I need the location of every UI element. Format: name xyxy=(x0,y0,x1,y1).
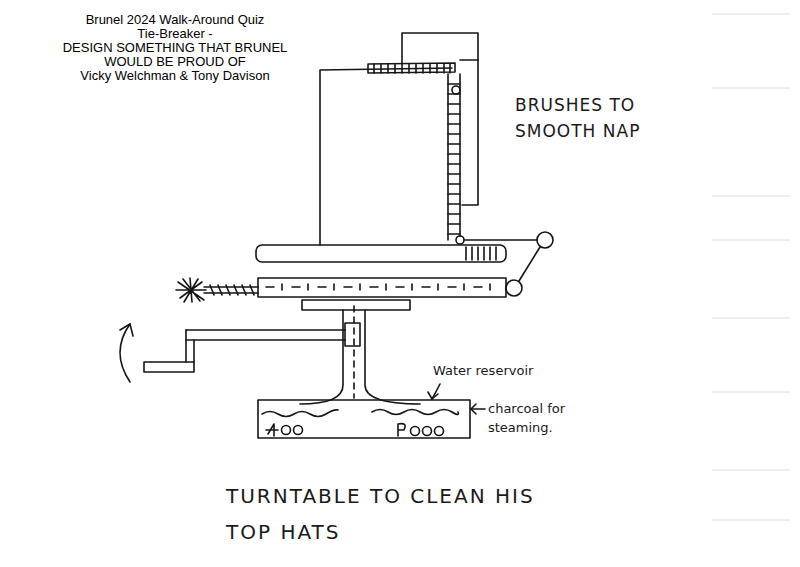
gear-teeth xyxy=(266,284,490,290)
charcoal-scribble xyxy=(423,427,432,436)
hat-crown xyxy=(320,68,452,245)
brush-bristles xyxy=(448,84,460,234)
charcoal-scribble xyxy=(282,426,291,435)
column-stem xyxy=(300,310,420,404)
link-joint xyxy=(506,280,522,296)
link-rod xyxy=(464,239,537,241)
worm-thread xyxy=(210,285,254,295)
brim-hatch xyxy=(466,247,496,260)
column-head xyxy=(302,300,410,310)
crank-handle xyxy=(144,362,194,372)
note-label: Vicky Welchman & Tony Davison xyxy=(55,69,295,83)
leader-line xyxy=(471,408,485,410)
crank-arm xyxy=(186,330,194,362)
gear-band xyxy=(258,278,506,297)
worm-brush xyxy=(176,278,206,302)
brush-arm xyxy=(402,33,478,205)
crank-shaft xyxy=(186,330,345,340)
top-brush xyxy=(368,63,455,73)
note-label: charcoal for steaming. xyxy=(488,399,596,437)
note-label: BRUSHES TO SMOOTH NAP xyxy=(515,92,665,144)
water-line xyxy=(262,410,458,417)
arrow-head xyxy=(428,392,438,399)
column-axis xyxy=(353,306,355,398)
charcoal-scribble xyxy=(411,427,420,436)
side-brush xyxy=(448,74,460,240)
note-label: DESIGN SOMETHING THAT BRUNEL WOULD BE PR… xyxy=(53,41,298,69)
brush-bristles xyxy=(374,64,450,73)
paper-rules xyxy=(712,14,790,520)
link-rod xyxy=(519,247,540,281)
leader-line xyxy=(432,384,440,399)
title: Brunel 2024 Walk-Around Quiz Tie-Breaker… xyxy=(75,13,275,41)
brush-arm xyxy=(460,59,478,61)
pivot xyxy=(452,86,460,94)
charcoal-scribble xyxy=(435,427,444,436)
charcoal-scribble xyxy=(266,424,278,436)
arrow-head xyxy=(120,324,133,336)
reservoir-base xyxy=(258,400,470,438)
charcoal-scribble xyxy=(398,424,405,436)
link-joint xyxy=(537,232,553,248)
pivot xyxy=(456,236,464,244)
bevel-gear xyxy=(345,323,360,346)
caption: TURNTABLE TO CLEAN HIS TOP HATS xyxy=(226,478,566,550)
charcoal-scribble xyxy=(294,426,303,435)
turn-arrow xyxy=(120,324,130,382)
hat-brim xyxy=(256,245,506,262)
note-label: Water reservoir xyxy=(433,363,573,379)
arrow-head xyxy=(471,404,476,414)
